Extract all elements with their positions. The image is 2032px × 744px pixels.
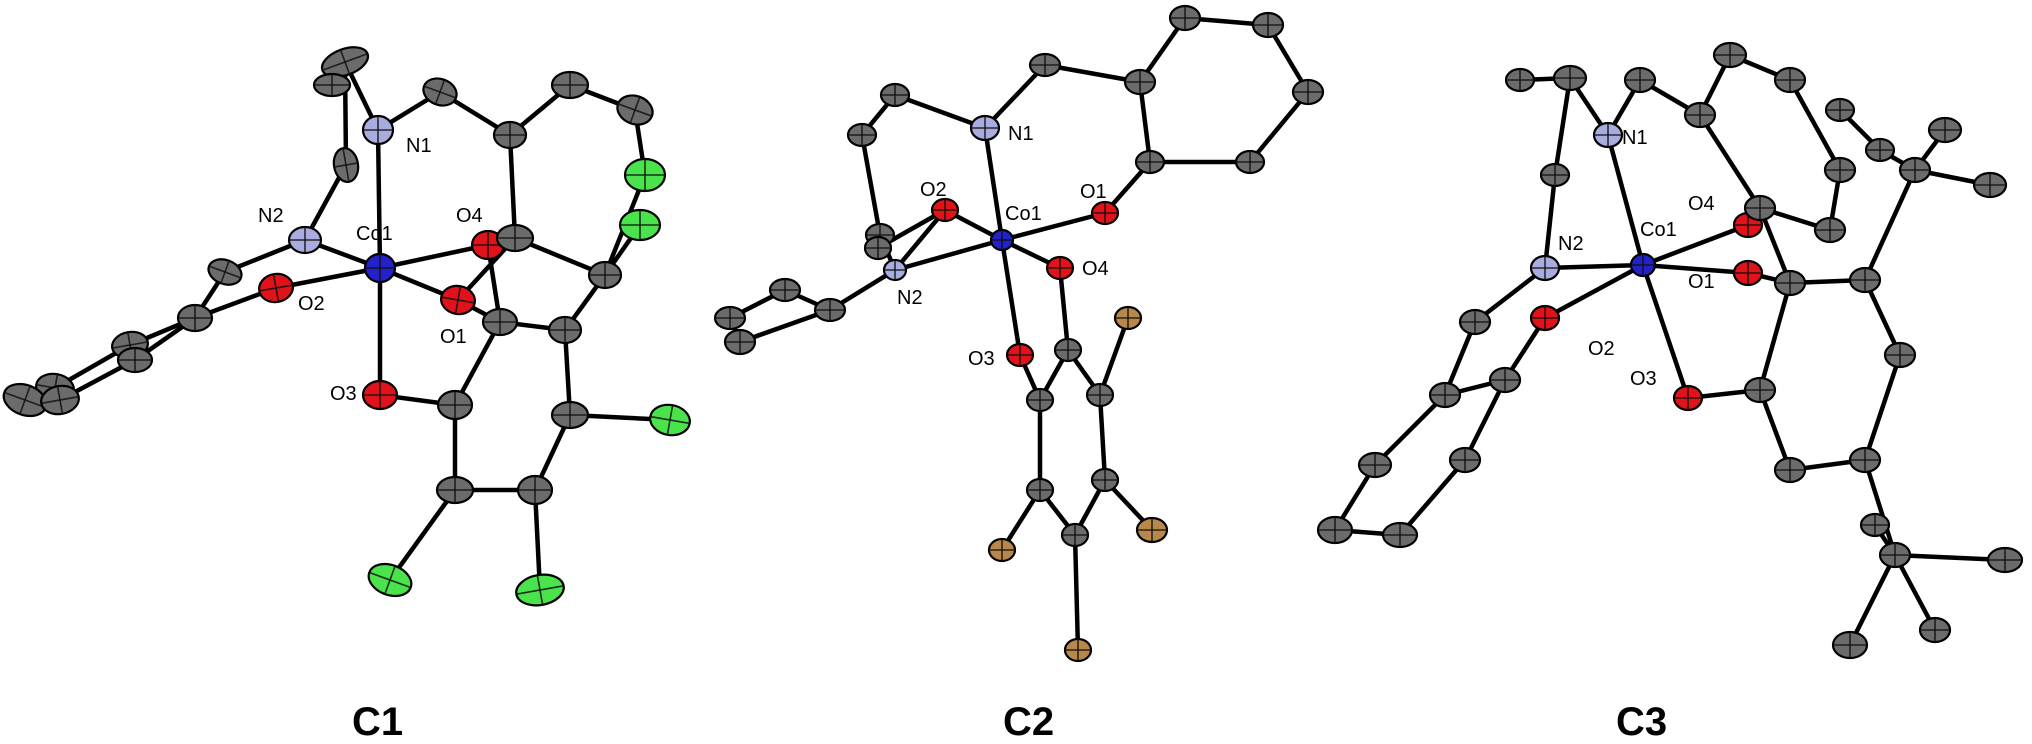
atom-label-n2: N2 xyxy=(258,205,284,227)
c3-atom-labels: N1 N2 Co1 O4 O1 O2 O3 xyxy=(1558,127,1715,390)
c1-atom-labels: N1 N2 Co1 O4 O2 O1 O3 xyxy=(258,135,483,405)
structure-title-c2: C2 xyxy=(1003,700,1054,744)
ellipsoid-axis xyxy=(334,162,358,168)
atom-label-n2: N2 xyxy=(1558,233,1584,255)
atom-label-n1: N1 xyxy=(406,135,432,157)
atom-label-co1: Co1 xyxy=(1640,219,1677,241)
ellipsoid-axis xyxy=(220,260,230,284)
ellipsoid-axis xyxy=(434,79,446,105)
structure-c3: N1 N2 Co1 O4 O1 O2 O3 C3 xyxy=(1316,41,2024,744)
atom-label-o1: O1 xyxy=(440,326,467,348)
atom-label-o3: O3 xyxy=(1630,368,1657,390)
structure-title-c3: C3 xyxy=(1616,700,1667,744)
atom-label-o4: O4 xyxy=(1688,193,1715,215)
atom-label-n1: N1 xyxy=(1008,123,1034,145)
ellipsoid-axis xyxy=(536,575,544,605)
structure-c1: N1 N2 Co1 O4 O2 O1 O3 C1 xyxy=(2,46,691,744)
atom-label-o3: O3 xyxy=(968,348,995,370)
c3-atoms xyxy=(1316,41,2024,660)
c2-atoms xyxy=(713,4,1325,663)
ellipsoid-axis xyxy=(666,405,674,435)
atom-label-o1: O1 xyxy=(1080,181,1107,203)
atom-label-o4: O4 xyxy=(456,205,483,227)
ellipsoid-axis xyxy=(272,274,280,302)
ellipsoid-axis xyxy=(56,386,64,414)
c2-atom-labels: N1 O2 Co1 O1 N2 O4 O3 xyxy=(897,123,1109,370)
ellipsoid-axis xyxy=(339,49,351,75)
c2-bonds xyxy=(727,15,1311,653)
atom-label-o2: O2 xyxy=(920,179,947,201)
structure-c2: N1 O2 Co1 O1 N2 O4 O3 C2 xyxy=(713,4,1325,744)
atom-label-co1: Co1 xyxy=(1005,203,1042,225)
atom-label-o4: O4 xyxy=(1082,258,1109,280)
atom-label-o2: O2 xyxy=(298,293,325,315)
ellipsoid-axis xyxy=(454,286,462,314)
c1-atoms xyxy=(2,46,691,607)
atom-label-n1: N1 xyxy=(1622,127,1648,149)
atom-label-co1: Co1 xyxy=(356,223,393,245)
atom-label-o1: O1 xyxy=(1688,271,1715,293)
atom-label-o3: O3 xyxy=(330,383,357,405)
atom-label-o2: O2 xyxy=(1588,338,1615,360)
structure-title-c1: C1 xyxy=(352,700,403,744)
ellipsoid-axis xyxy=(384,565,396,595)
atom-label-n2: N2 xyxy=(897,287,923,309)
ellipsoid-axis xyxy=(19,385,31,415)
ellipsoid-axis xyxy=(629,96,641,124)
